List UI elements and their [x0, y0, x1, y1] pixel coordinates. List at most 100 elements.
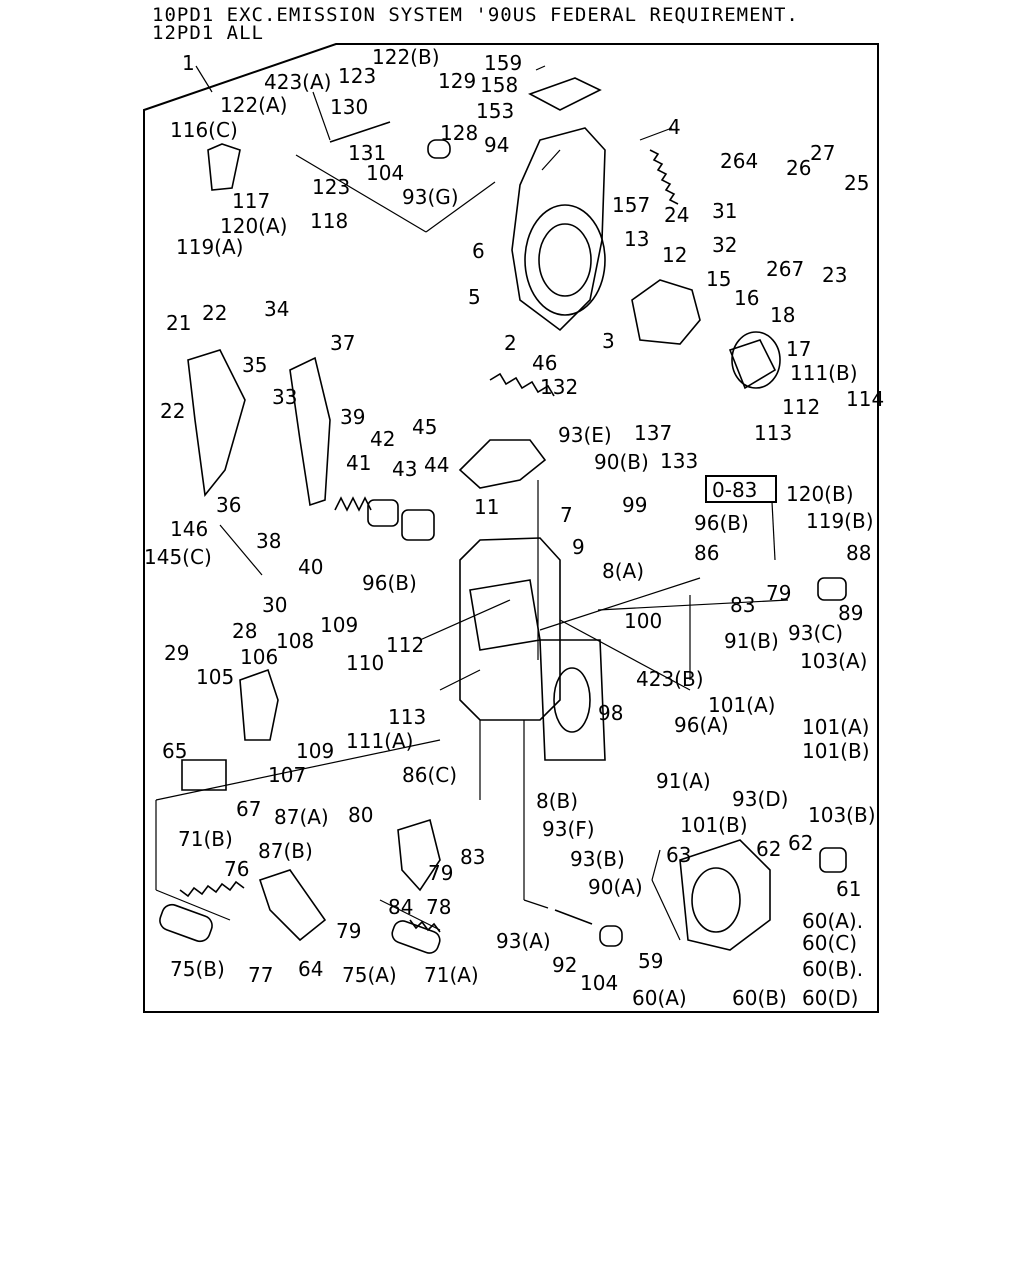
callout-label: 132 [540, 375, 578, 399]
callout-label: 79 [336, 919, 361, 943]
callout-label: 93(E) [558, 423, 612, 447]
callout-label: 113 [388, 705, 426, 729]
callout-label: 123 [312, 175, 350, 199]
callout-label: 86(C) [402, 763, 457, 787]
callout-label: 267 [766, 257, 804, 281]
callout-label: 41 [346, 451, 371, 475]
callout-label: 100 [624, 609, 662, 633]
callout-label: 5 [468, 285, 481, 309]
callout-label: 423(B) [636, 667, 704, 691]
callout-label: 264 [720, 149, 758, 173]
diagram-frame [143, 43, 879, 1013]
callout-label: 9 [572, 535, 585, 559]
callout-label: 145(C) [144, 545, 212, 569]
callout-label: 122(A) [220, 93, 287, 117]
callout-label: 91(B) [724, 629, 779, 653]
callout-label: 86 [694, 541, 719, 565]
callout-label: 93(D) [732, 787, 788, 811]
callout-label: 29 [164, 641, 189, 665]
callout-label: 157 [612, 193, 650, 217]
callout-label: 107 [268, 763, 306, 787]
callout-label: 18 [770, 303, 795, 327]
callout-label: 76 [224, 857, 249, 881]
callout-label: 27 [810, 141, 835, 165]
callout-label: 110 [346, 651, 384, 675]
callout-label: 44 [424, 453, 449, 477]
frame-callout-leader [195, 65, 213, 93]
reference-box-label: 0-83 [712, 478, 757, 502]
callout-label: 38 [256, 529, 281, 553]
callout-label: 2 [504, 331, 517, 355]
callout-label: 46 [532, 351, 557, 375]
callout-label: 113 [754, 421, 792, 445]
callout-label: 92 [552, 953, 577, 977]
callout-label: 114 [846, 387, 884, 411]
callout-label: 88 [846, 541, 871, 565]
callout-label: 59 [638, 949, 663, 973]
callout-label: 78 [426, 895, 451, 919]
callout-label: 60(A). [802, 909, 863, 933]
callout-label: 13 [624, 227, 649, 251]
callout-label: 103(A) [800, 649, 867, 673]
callout-label: 60(D) [802, 986, 858, 1010]
callout-label: 104 [366, 161, 404, 185]
callout-label: 7 [560, 503, 573, 527]
callout-label: 83 [730, 593, 755, 617]
callout-label: 130 [330, 95, 368, 119]
callout-label: 98 [598, 701, 623, 725]
callout-label: 24 [664, 203, 689, 227]
callout-label: 63 [666, 843, 691, 867]
callout-label: 423(A) [264, 70, 331, 94]
callout-label: 128 [440, 121, 478, 145]
callout-label: 101(B) [802, 739, 870, 763]
callout-label: 119(B) [806, 509, 874, 533]
callout-label: 64 [298, 957, 323, 981]
callout-label: 22 [160, 399, 185, 423]
callout-label: 120(B) [786, 482, 854, 506]
callout-label: 30 [262, 593, 287, 617]
callout-label: 28 [232, 619, 257, 643]
callout-label: 106 [240, 645, 278, 669]
callout-label: 111(A) [346, 729, 413, 753]
callout-label: 79 [428, 861, 453, 885]
callout-label: 93(A) [496, 929, 551, 953]
callout-label: 116(C) [170, 118, 238, 142]
callout-label: 6 [472, 239, 485, 263]
callout-label: 90(B) [594, 450, 649, 474]
callout-label: 153 [476, 99, 514, 123]
callout-label: 32 [712, 233, 737, 257]
callout-label: 43 [392, 457, 417, 481]
callout-label: 61 [836, 877, 861, 901]
callout-label: 31 [712, 199, 737, 223]
callout-label: 25 [844, 171, 869, 195]
callout-label: 109 [296, 739, 334, 763]
callout-label: 60(C) [802, 931, 857, 955]
callout-label: 4 [668, 115, 681, 139]
callout-label: 39 [340, 405, 365, 429]
callout-label: 96(B) [362, 571, 417, 595]
callout-label: 15 [706, 267, 731, 291]
callout-label: 77 [248, 963, 273, 987]
callout-label: 45 [412, 415, 437, 439]
callout-label: 111(B) [790, 361, 858, 385]
callout-label: 93(F) [542, 817, 595, 841]
callout-label: 40 [298, 555, 323, 579]
callout-label: 122(B) [372, 45, 440, 69]
callout-label: 62 [756, 837, 781, 861]
callout-label: 75(B) [170, 957, 225, 981]
part-outlines [159, 77, 847, 954]
callout-label: 60(B) [732, 986, 787, 1010]
callout-label: 36 [216, 493, 241, 517]
callout-label: 118 [310, 209, 348, 233]
callout-label: 75(A) [342, 963, 397, 987]
callout-label: 3 [602, 329, 615, 353]
callout-label: 104 [580, 971, 618, 995]
callout-label: 158 [480, 73, 518, 97]
callout-label: 146 [170, 517, 208, 541]
callout-label: 16 [734, 286, 759, 310]
callout-label: 60(B). [802, 957, 863, 981]
callout-label: 133 [660, 449, 698, 473]
callout-label: 17 [786, 337, 811, 361]
callout-label: 71(A) [424, 963, 479, 987]
